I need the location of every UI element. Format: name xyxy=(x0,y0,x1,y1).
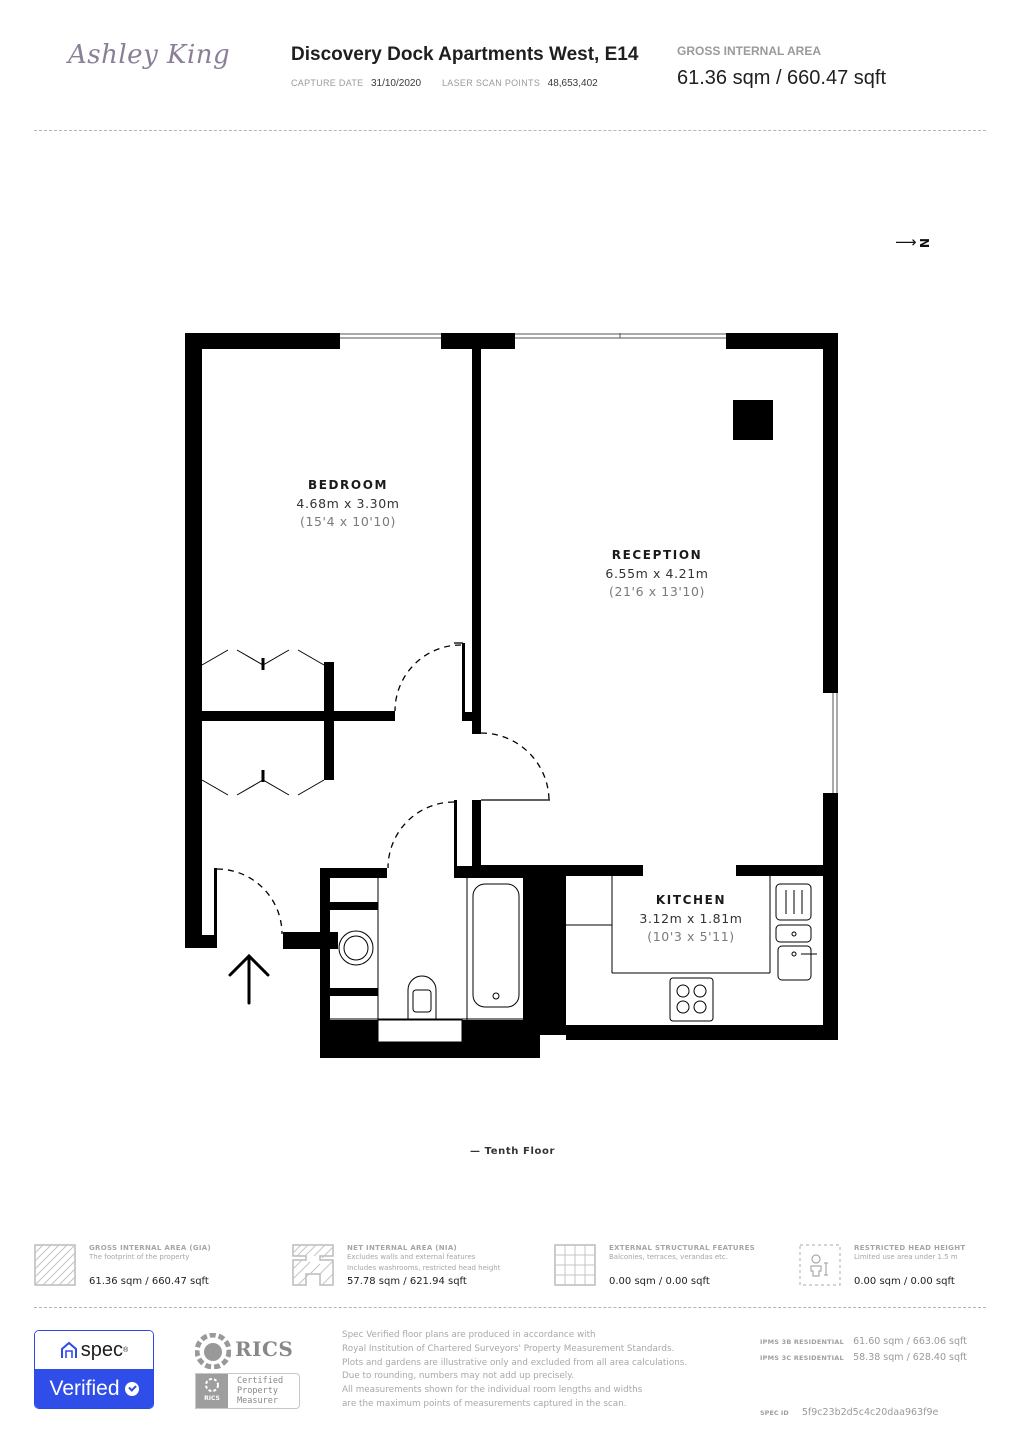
person-height-icon xyxy=(799,1244,841,1286)
legend-desc: The footprint of the property xyxy=(89,1253,190,1261)
rics-certified-badge: RICS Certified Property Measurer xyxy=(195,1373,300,1409)
spec-id: SPEC ID 5f9c23b2d5c4c20daa963f9e xyxy=(760,1400,938,1419)
room-metric: 4.68m x 3.30m xyxy=(296,496,400,511)
room-name: BEDROOM xyxy=(307,478,389,492)
capture-date-label: CAPTURE DATE xyxy=(291,78,364,88)
capture-date: CAPTURE DATE 31/10/2020 xyxy=(291,78,421,89)
spec-brand: spec® xyxy=(35,1331,153,1369)
room-kitchen: KITCHEN 3.12m x 1.81m (10'3 x 5'11) xyxy=(612,893,770,944)
capture-date-value: 31/10/2020 xyxy=(370,78,422,89)
legend-title: NET INTERNAL AREA (NIA) xyxy=(347,1244,458,1252)
spec-id-label: SPEC ID xyxy=(760,1409,789,1417)
disclaimer-line: Royal Institution of Chartered Surveyors… xyxy=(342,1343,675,1354)
legend-desc: Excludes walls and external features xyxy=(347,1253,476,1261)
rics-small-text: RICS xyxy=(204,1395,220,1402)
gia-hatch-icon xyxy=(34,1244,76,1286)
laser-scan-points: LASER SCAN POINTS 48,653,402 xyxy=(442,78,598,89)
header-divider xyxy=(34,130,986,131)
north-arrow-icon: ⟶ xyxy=(895,233,917,251)
spec-status-text: Verified xyxy=(49,1376,120,1400)
ipms-value: 61.60 sqm / 663.06 sqft xyxy=(853,1336,967,1347)
cert-line: Measurer xyxy=(237,1396,278,1406)
rics-lion-icon xyxy=(195,1333,231,1369)
entrance-arrow-icon xyxy=(228,953,270,1005)
ipms-value: 58.38 sqm / 628.40 sqft xyxy=(853,1352,967,1363)
ipms-label: IPMS 3B RESIDENTIAL xyxy=(760,1338,844,1346)
room-name: RECEPTION xyxy=(611,548,703,562)
disclaimer-line: All measurements shown for the individua… xyxy=(342,1385,643,1396)
spec-status: Verified xyxy=(35,1369,153,1408)
room-metric: 6.55m x 4.21m xyxy=(605,566,709,581)
legend-value: 0.00 sqm / 0.00 sqft xyxy=(854,1276,955,1287)
legend-desc: Includes washrooms, restricted head heig… xyxy=(347,1264,501,1272)
legend-value: 0.00 sqm / 0.00 sqft xyxy=(609,1276,710,1287)
grid-icon xyxy=(554,1244,596,1286)
ipms-label: IPMS 3C RESIDENTIAL xyxy=(760,1354,844,1362)
gia-header-value: 61.36 sqm / 660.47 sqft xyxy=(677,67,887,89)
room-name: KITCHEN xyxy=(655,893,727,907)
rics-wordmark: RICS xyxy=(235,1337,294,1361)
legend-desc: Limited use area under 1.5 m xyxy=(854,1253,958,1261)
laser-scan-points-label: LASER SCAN POINTS xyxy=(442,78,541,88)
rics-logo: RICS xyxy=(195,1333,300,1369)
legend-title: EXTERNAL STRUCTURAL FEATURES xyxy=(609,1244,756,1252)
legend-title: RESTRICTED HEAD HEIGHT xyxy=(854,1244,966,1252)
cert-line: Property xyxy=(237,1386,278,1396)
disclaimer-line: Plots and gardens are illustrative only … xyxy=(342,1357,688,1368)
property-title: Discovery Dock Apartments West, E14 xyxy=(291,44,639,65)
check-circle-icon xyxy=(124,1381,139,1396)
rics-small-lion-icon xyxy=(205,1378,219,1392)
footer-divider xyxy=(34,1307,986,1308)
spec-id-value: 5f9c23b2d5c4c20daa963f9e xyxy=(801,1407,939,1418)
room-metric: 3.12m x 1.81m xyxy=(639,911,743,926)
legend-desc: Balconies, terraces, verandas etc. xyxy=(609,1253,728,1261)
nia-hatch-icon xyxy=(292,1244,334,1286)
room-bedroom: BEDROOM 4.68m x 3.30m (15'4 x 10'10) xyxy=(268,478,428,529)
disclaimer-line: Spec Verified floor plans are produced i… xyxy=(342,1330,596,1340)
gia-header-label: GROSS INTERNAL AREA xyxy=(677,44,822,58)
disclaimer: Spec Verified floor plans are produced i… xyxy=(342,1329,687,1412)
spec-verified-badge: spec® Verified xyxy=(34,1330,154,1409)
rics-small-logo: RICS xyxy=(196,1374,228,1408)
disclaimer-line: Due to rounding, numbers may not add up … xyxy=(342,1371,574,1382)
legend-title: GROSS INTERNAL AREA (GIA) xyxy=(89,1244,211,1252)
room-imperial: (21'6 x 13'10) xyxy=(608,584,706,599)
disclaimer-line: are the maximum points of measurements c… xyxy=(342,1398,627,1409)
ipms-3c: IPMS 3C RESIDENTIAL 58.38 sqm / 628.40 s… xyxy=(760,1345,967,1364)
floor-label: — Tenth Floor xyxy=(470,1146,555,1157)
ipms-3b: IPMS 3B RESIDENTIAL 61.60 sqm / 663.06 s… xyxy=(760,1329,967,1348)
laser-scan-points-value: 48,653,402 xyxy=(547,78,598,89)
room-imperial: (15'4 x 10'10) xyxy=(299,514,397,529)
room-reception: RECEPTION 6.55m x 4.21m (21'6 x 13'10) xyxy=(577,548,737,599)
spec-house-icon xyxy=(60,1341,77,1358)
legend-value: 61.36 sqm / 660.47 sqft xyxy=(89,1276,209,1287)
spec-brand-text: spec xyxy=(80,1338,124,1361)
cert-line: Certified xyxy=(237,1376,284,1386)
room-imperial: (10'3 x 5'11) xyxy=(647,929,735,944)
legend-value: 57.78 sqm / 621.94 sqft xyxy=(347,1276,467,1287)
north-compass: ⟶N xyxy=(895,233,931,251)
agency-logo: Ashley King xyxy=(68,40,231,70)
